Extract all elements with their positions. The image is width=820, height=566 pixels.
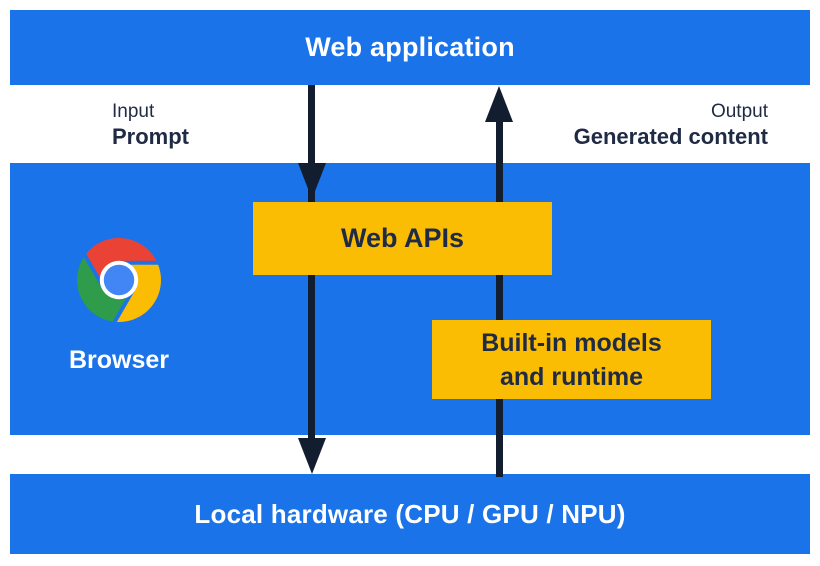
output-value: Generated content [573,124,768,149]
local-hardware-layer: Local hardware (CPU / GPU / NPU) [10,474,810,554]
input-label-group: Input Prompt [112,99,189,149]
web-application-layer: Web application [10,10,810,85]
builtin-models-box: Built-in models and runtime [432,320,711,399]
builtin-models-label-line2: and runtime [499,362,644,391]
browser-label: Browser [68,346,170,374]
web-application-label: Web application [305,32,515,62]
chrome-logo-icon [77,238,161,322]
web-apis-label: Web APIs [340,223,465,253]
input-title: Input [112,101,155,122]
web-apis-box: Web APIs [253,202,552,275]
down-arrowhead-icon [298,438,326,474]
down-arrowhead-icon [298,163,326,199]
builtin-models-label-line1: Built-in models [481,328,662,357]
local-hardware-label: Local hardware (CPU / GPU / NPU) [194,498,626,529]
up-arrow-line [496,120,503,477]
input-value: Prompt [112,124,189,149]
up-arrowhead-icon [485,86,513,122]
output-title: Output [710,101,768,122]
output-label-group: Output Generated content [574,99,768,149]
